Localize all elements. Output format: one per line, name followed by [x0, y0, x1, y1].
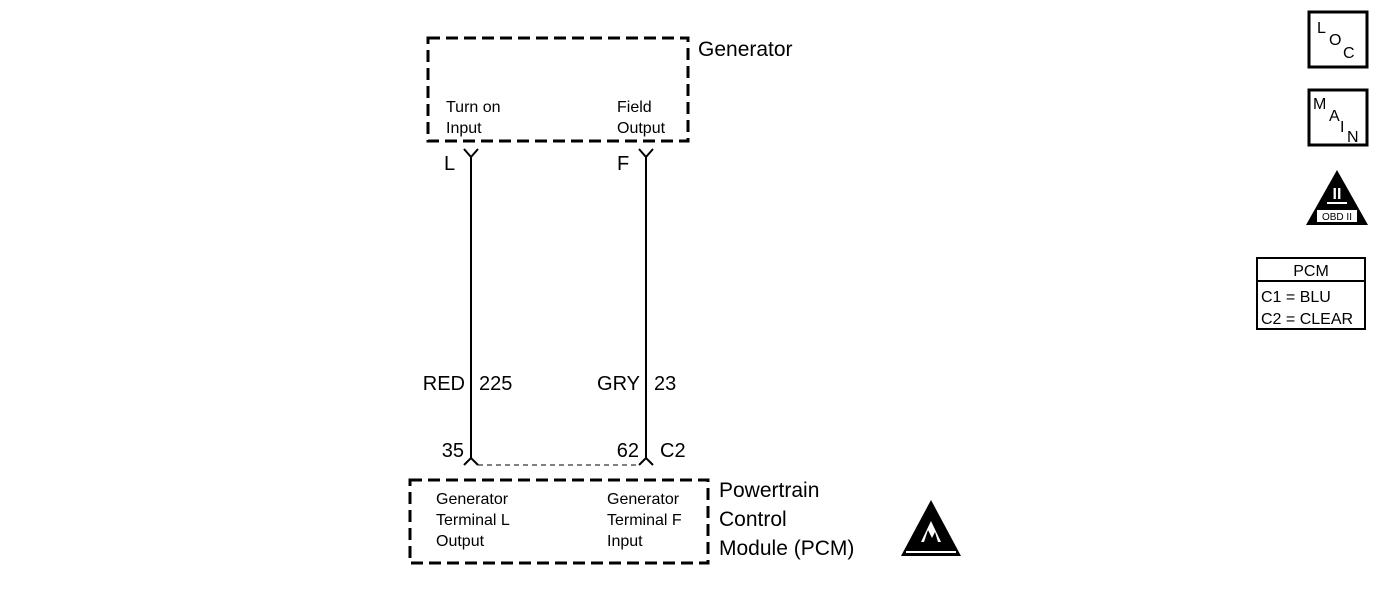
- terminal-l-label: L: [444, 153, 455, 175]
- pcm-pin-l-label-1: Generator: [436, 491, 509, 508]
- terminal-f-label: F: [617, 153, 629, 175]
- pcm-title-2: Control: [719, 508, 787, 531]
- wire-circuit-225: 225: [479, 373, 512, 395]
- generator-box: [426, 36, 690, 143]
- pcm-pin-f-label-2: Terminal F: [607, 512, 682, 529]
- connector-chevron-top-left: [463, 148, 479, 159]
- generator-title: Generator: [698, 38, 793, 61]
- obd-ii-icon: II OBD II: [1306, 170, 1368, 225]
- obd-caption: OBD II: [1322, 212, 1352, 223]
- pcm-pin-f-label-3: Input: [607, 533, 643, 550]
- connector-table-title: PCM: [1293, 263, 1329, 280]
- pcm-pin-l-label-2: Terminal L: [436, 512, 510, 529]
- pcm-title-3: Module (PCM): [719, 537, 854, 560]
- pcm-title-1: Powertrain: [719, 479, 819, 502]
- connector-table-row-c1: C1 = BLU: [1261, 289, 1331, 306]
- svg-text:M: M: [1313, 96, 1326, 113]
- generator-pin-l-label-1: Turn on: [446, 99, 501, 116]
- pcm-pin-f-label-1: Generator: [607, 491, 680, 508]
- svg-text:O: O: [1329, 32, 1341, 49]
- obd-numeral: II: [1333, 186, 1342, 203]
- generator-pin-l-label-2: Input: [446, 120, 482, 137]
- svg-text:L: L: [1317, 20, 1326, 37]
- pcm-pin-62: 62: [617, 440, 639, 462]
- svg-text:C: C: [1343, 45, 1355, 62]
- connector-chevron-bottom-left: [463, 456, 479, 466]
- svg-text:A: A: [1329, 108, 1340, 125]
- connector-table-row-c2: C2 = CLEAR: [1261, 311, 1353, 328]
- generator-pin-f-label-1: Field: [617, 99, 652, 116]
- pcm-pin-l-label-3: Output: [436, 533, 485, 550]
- wire-color-red: RED: [423, 373, 465, 395]
- loc-icon: L O C: [1307, 10, 1369, 69]
- wire-circuit-23: 23: [654, 373, 676, 395]
- wire-color-gry: GRY: [597, 373, 640, 395]
- pcm-connector-table: PCM C1 = BLU C2 = CLEAR: [1256, 257, 1366, 330]
- esd-warning-icon: [901, 500, 961, 556]
- pcm-box: [408, 478, 710, 565]
- svg-text:N: N: [1347, 129, 1359, 146]
- connector-chevron-bottom-right: [638, 456, 654, 466]
- pcm-connector-id: C2: [660, 440, 686, 462]
- main-icon: M A I N: [1307, 88, 1369, 147]
- pcm-pin-35: 35: [442, 440, 464, 462]
- connector-chevron-top-right: [638, 148, 654, 159]
- svg-text:I: I: [1340, 119, 1344, 136]
- generator-pin-f-label-2: Output: [617, 120, 666, 137]
